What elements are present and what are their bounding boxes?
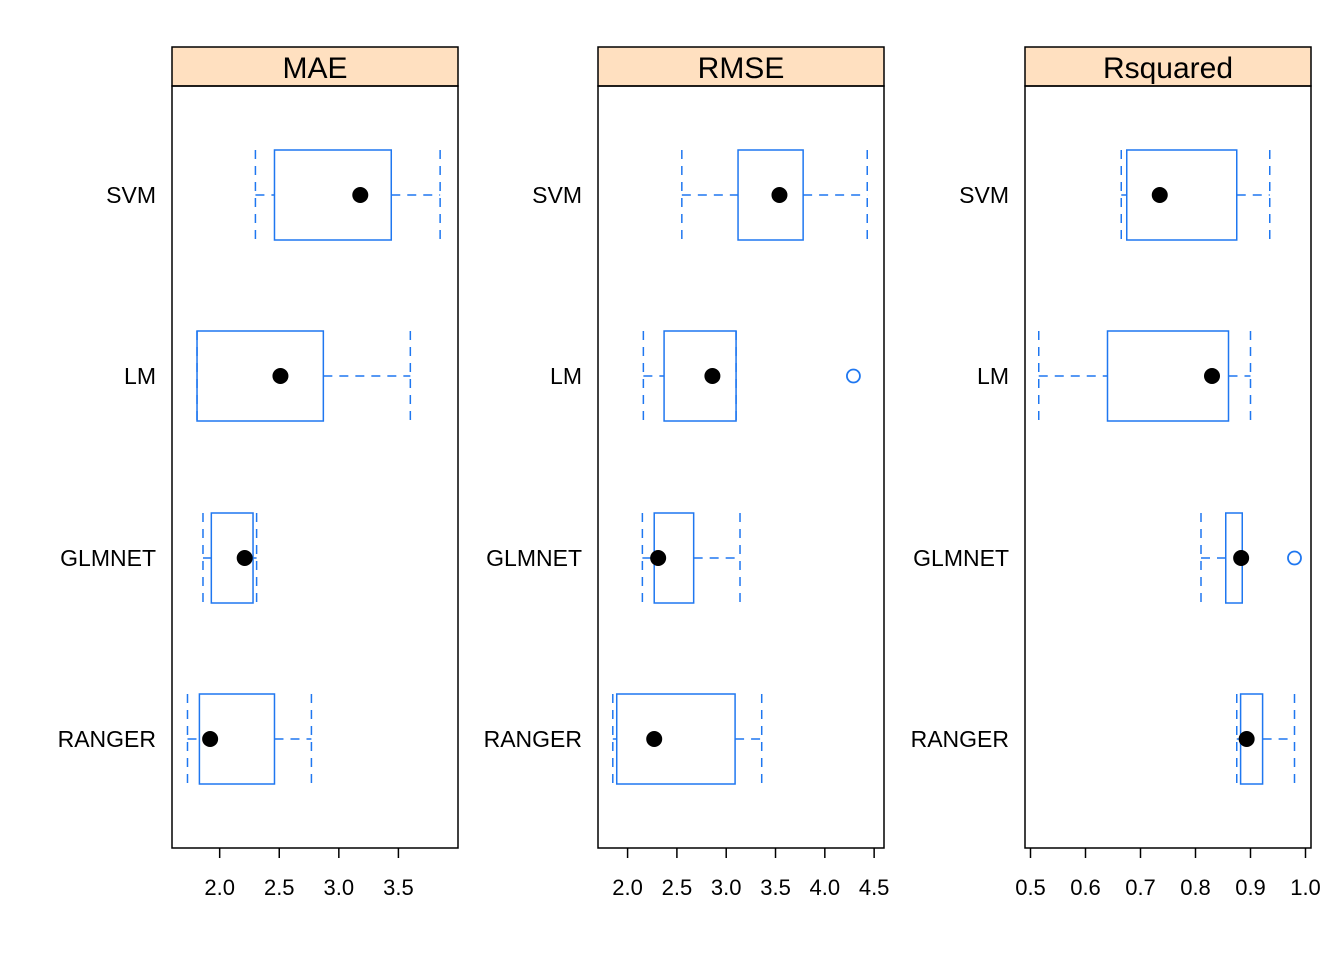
median-dot [1204, 368, 1220, 384]
category-label: RANGER [58, 726, 156, 752]
box [1106, 330, 1230, 422]
category-label: GLMNET [913, 545, 1009, 571]
category-label: SVM [106, 182, 156, 208]
panel-title: RMSE [698, 52, 785, 85]
x-tick-label: 3.0 [711, 875, 742, 900]
box [273, 149, 393, 241]
x-tick-label: 0.6 [1070, 875, 1101, 900]
category-label: GLMNET [486, 545, 582, 571]
box [1126, 149, 1238, 241]
x-tick-label: 2.5 [264, 875, 295, 900]
median-dot [771, 187, 788, 203]
median-dot [352, 187, 369, 203]
x-tick-label: 2.5 [662, 875, 693, 900]
median-dot [650, 550, 667, 566]
box [198, 693, 276, 785]
x-tick-label: 1.0 [1290, 875, 1321, 900]
category-label: LM [977, 363, 1009, 389]
category-label: RANGER [911, 726, 1009, 752]
category-label: SVM [959, 182, 1009, 208]
x-tick-label: 3.5 [383, 875, 414, 900]
x-tick-label: 0.5 [1015, 875, 1046, 900]
panel-frame [597, 85, 885, 849]
box [737, 149, 804, 241]
outlier-point [1287, 550, 1302, 566]
x-tick-label: 2.0 [204, 875, 235, 900]
x-tick-label: 4.0 [810, 875, 841, 900]
category-label: GLMNET [60, 545, 156, 571]
median-dot [1238, 731, 1255, 747]
box [210, 512, 254, 604]
category-label: LM [124, 363, 156, 389]
x-tick-label: 3.5 [760, 875, 791, 900]
x-tick-label: 2.0 [612, 875, 643, 900]
x-tick-label: 0.8 [1180, 875, 1211, 900]
median-dot [1151, 187, 1168, 203]
x-tick-label: 0.7 [1125, 875, 1156, 900]
median-dot [646, 731, 663, 747]
box [196, 330, 325, 422]
category-label: LM [550, 363, 582, 389]
box [663, 330, 737, 422]
panel-title: MAE [282, 52, 347, 85]
x-tick-label: 3.0 [324, 875, 355, 900]
median-dot [236, 550, 253, 566]
outlier-point [846, 368, 861, 384]
panel-frame [171, 85, 459, 849]
panel-strip [171, 46, 459, 87]
median-dot [202, 731, 219, 747]
panel-frame [1024, 85, 1312, 849]
median-dot [272, 368, 289, 384]
x-tick-label: 0.9 [1235, 875, 1266, 900]
median-dot [704, 368, 721, 384]
median-dot [1233, 550, 1250, 566]
category-label: RANGER [484, 726, 582, 752]
category-label: SVM [532, 182, 582, 208]
x-tick-label: 4.5 [859, 875, 890, 900]
panel-title: Rsquared [1103, 52, 1233, 85]
box [615, 693, 736, 785]
